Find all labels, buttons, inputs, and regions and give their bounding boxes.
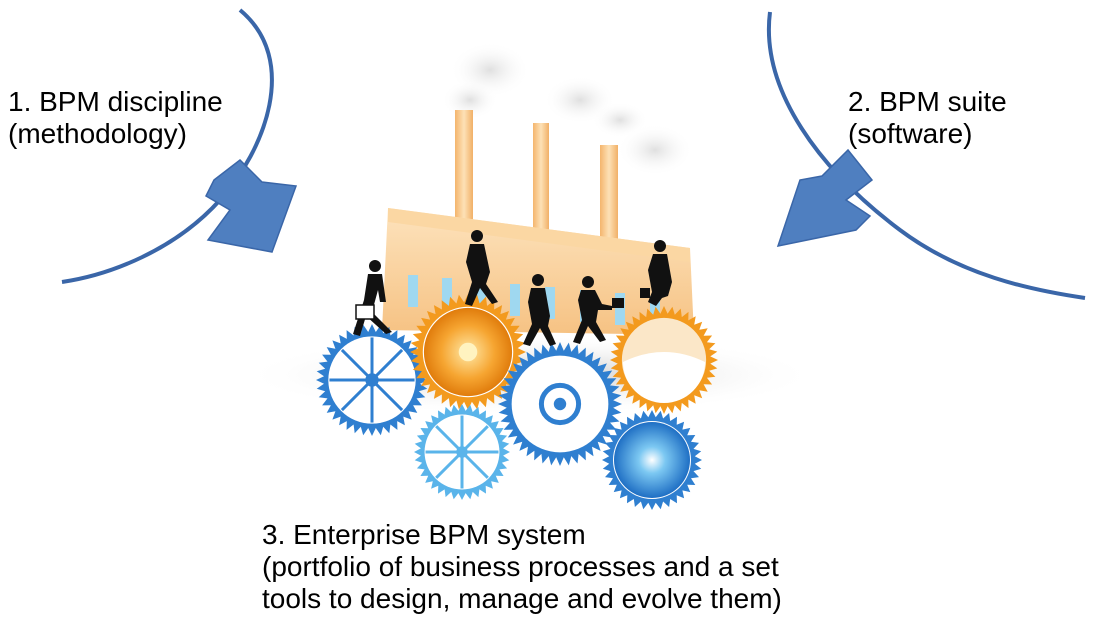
left-curved-arrow-icon [61,8,298,284]
walking-person-icon [573,276,624,344]
gear-icon [414,404,510,500]
gear-icon [316,324,428,436]
gear-icon [410,294,526,410]
gear-icon [610,306,718,414]
bpm-suite-label: 2. BPM suite (software) [848,86,1007,150]
right-curved-arrow-icon [766,11,1086,300]
walking-person-icon [353,260,392,336]
bpm-discipline-subtitle: (methodology) [8,118,187,149]
walking-person-icon [523,274,556,346]
smoke-icon [442,42,693,176]
gears-group [316,294,718,510]
enterprise-bpm-system-desc-line2: tools to design, manage and evolve them) [262,583,782,614]
enterprise-bpm-system-label: 3. Enterprise BPM system (portfolio of b… [262,519,782,615]
bpm-suite-title: 2. BPM suite [848,86,1007,117]
enterprise-bpm-system-title: 3. Enterprise BPM system [262,519,586,550]
walking-person-icon [640,240,672,306]
walking-people-icon [353,230,672,346]
bpm-discipline-label: 1. BPM discipline (methodology) [8,86,223,150]
enterprise-bpm-system-desc-line1: (portfolio of business processes and a s… [262,551,779,582]
gear-icon [498,342,622,466]
bpm-suite-subtitle: (software) [848,118,973,149]
walking-person-icon [465,230,498,306]
bpm-discipline-title: 1. BPM discipline [8,86,223,117]
gear-icon [602,410,702,510]
